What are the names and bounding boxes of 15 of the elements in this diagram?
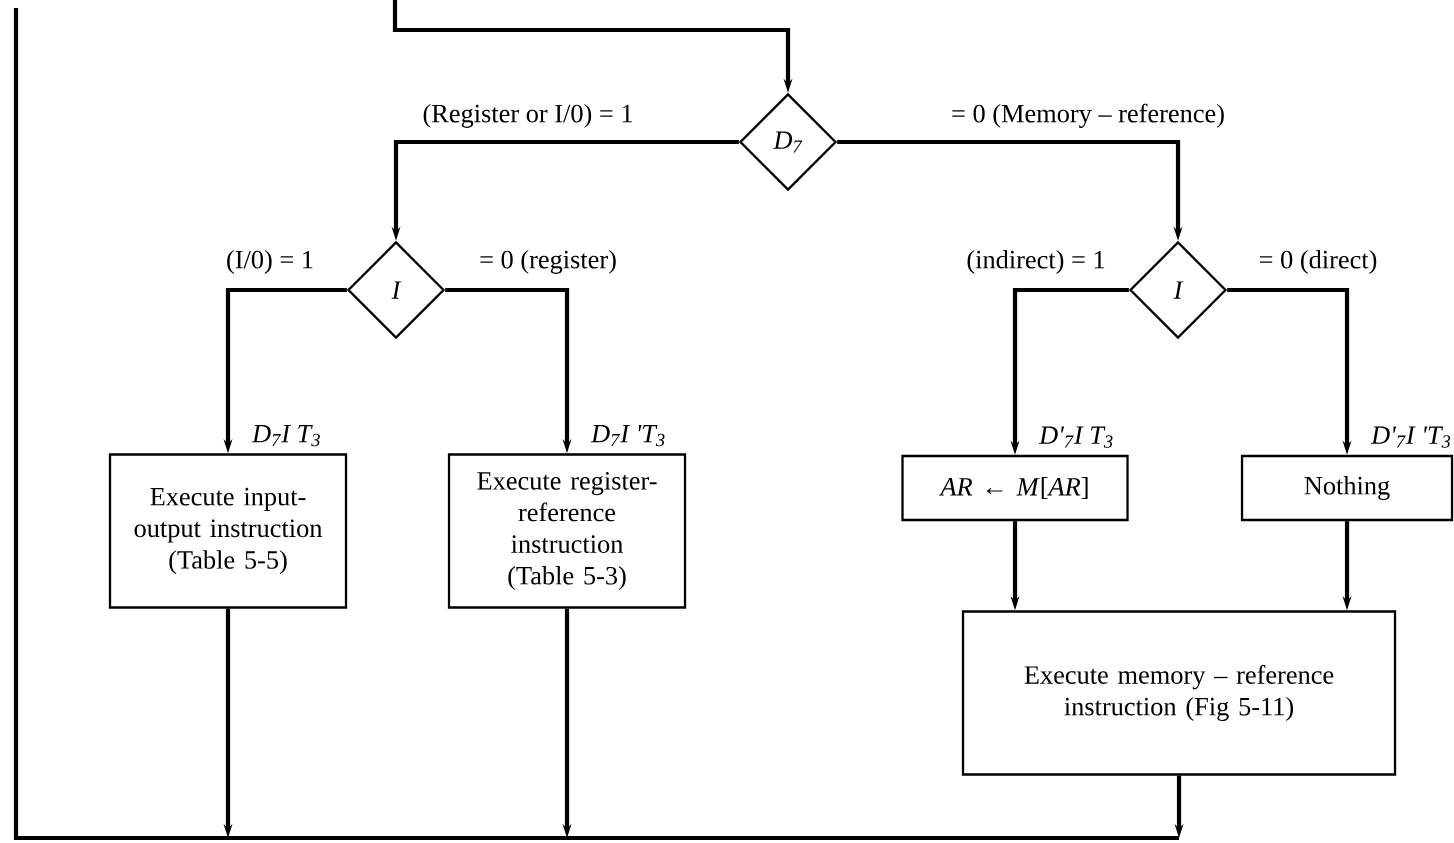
condition-label: D$_{7}$I 'T$_{3}$ xyxy=(590,425,665,447)
edge-label: = 0 (Memory – reference) xyxy=(949,101,1227,130)
process-box: Execute memory – reference instruction (Fig 5-11) xyxy=(961,610,1397,776)
edge-label: (I/0) = 1 xyxy=(224,248,316,276)
process-box: AR ← M[AR] xyxy=(901,454,1129,522)
process-box: Nothing xyxy=(1240,454,1454,522)
condition-label: D$_{7}$I T$_{3}$ xyxy=(251,425,320,447)
edge-label: = 0 (direct) xyxy=(1256,248,1380,276)
edge-label: = 0 (register) xyxy=(477,248,619,276)
process-box: Execute register-reference instruction (Table 5-3) xyxy=(447,453,687,609)
edge-label: (indirect) = 1 xyxy=(964,248,1108,276)
condition-label: D'$_{7}$I 'T$_{3}$ xyxy=(1370,426,1451,448)
edge-label: (Register or I/0) = 1 xyxy=(420,102,636,130)
process-box: Execute input-output instruction (Table 5-5) xyxy=(108,453,348,609)
condition-label: D'$_{7}$I T$_{3}$ xyxy=(1038,426,1113,448)
